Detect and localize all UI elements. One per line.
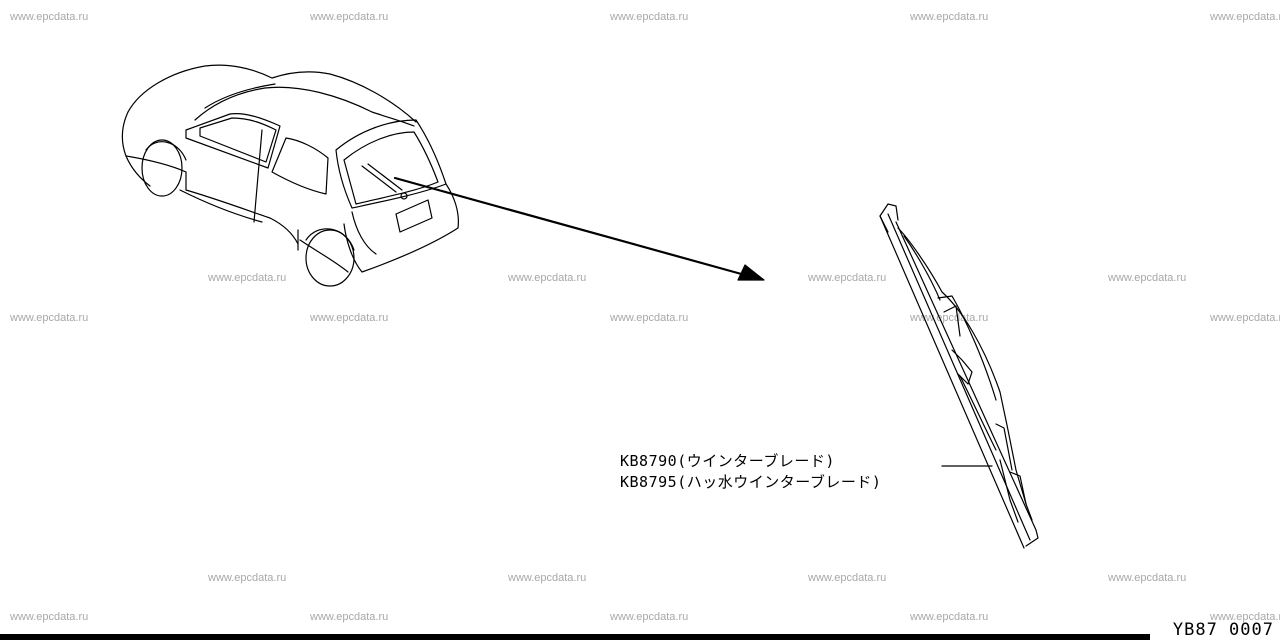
diagram-code: YB87 0007 <box>1172 620 1274 640</box>
watermark-text: www.epcdata.ru <box>208 572 287 584</box>
part-label-1: KB8790(ウインターブレード) <box>620 451 835 471</box>
watermark-text: www.epcdata.ru <box>808 572 887 584</box>
watermark-text: www.epcdata.ru <box>310 11 389 23</box>
watermark-text: www.epcdata.ru <box>610 611 689 623</box>
watermark-text: www.epcdata.ru <box>808 272 887 284</box>
watermark-text: www.epcdata.ru <box>1108 572 1187 584</box>
part-number: KB8790 <box>620 452 678 470</box>
watermark-text: www.epcdata.ru <box>910 611 989 623</box>
watermark-text: www.epcdata.ru <box>1210 611 1280 623</box>
watermark-text: www.epcdata.ru <box>1210 312 1280 324</box>
watermark-text: www.epcdata.ru <box>508 572 587 584</box>
car-rear-view-icon <box>121 64 459 287</box>
watermark-text: www.epcdata.ru <box>508 272 587 284</box>
bottom-border <box>0 634 1150 640</box>
watermark-text: www.epcdata.ru <box>310 312 389 324</box>
watermark-text: www.epcdata.ru <box>1108 272 1187 284</box>
watermark-text: www.epcdata.ru <box>10 611 89 623</box>
part-description: (ウインターブレード) <box>677 452 835 470</box>
part-description: (ハッ水ウインターブレード) <box>677 473 882 491</box>
part-label-2: KB8795(ハッ水ウインターブレード) <box>620 472 881 492</box>
watermark-text: www.epcdata.ru <box>610 11 689 23</box>
watermark-text: www.epcdata.ru <box>208 272 287 284</box>
callout-arrow-icon <box>393 176 765 281</box>
watermark-text: www.epcdata.ru <box>910 312 989 324</box>
watermark-text: www.epcdata.ru <box>10 11 89 23</box>
part-number: KB8795 <box>620 473 678 491</box>
watermark-text: www.epcdata.ru <box>310 611 389 623</box>
watermark-text: www.epcdata.ru <box>10 312 89 324</box>
watermark-text: www.epcdata.ru <box>610 312 689 324</box>
watermark-text: www.epcdata.ru <box>1210 11 1280 23</box>
watermark-text: www.epcdata.ru <box>910 11 989 23</box>
wiper-blade-icon <box>879 203 1039 549</box>
